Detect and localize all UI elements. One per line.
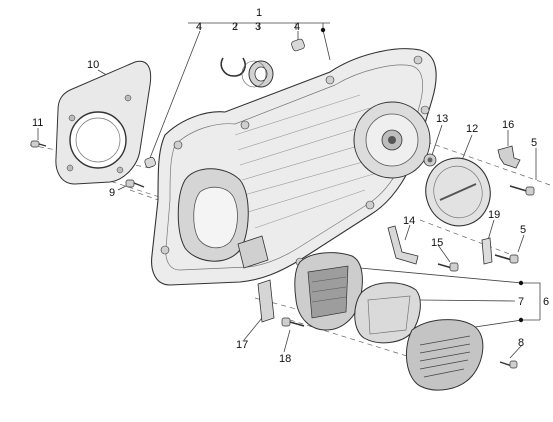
nut-item-13	[423, 153, 437, 167]
crankcase-cover	[151, 48, 437, 286]
bolts-item-5	[494, 185, 535, 264]
label-3: 3	[255, 21, 261, 33]
label-11: 11	[32, 117, 43, 129]
label-1: 1	[256, 7, 262, 19]
bolt-item-15	[437, 262, 459, 272]
screw-item-8	[499, 360, 518, 369]
circlip	[220, 57, 246, 77]
label-19: 19	[488, 209, 500, 221]
label-10: 10	[87, 59, 99, 71]
label-2: 2	[232, 21, 238, 33]
leader-lines	[37, 22, 541, 359]
label-7: 7	[518, 296, 524, 308]
intake-duct	[294, 252, 363, 331]
strap-item-19	[481, 237, 493, 265]
label-13: 13	[436, 113, 448, 125]
z-bracket	[387, 225, 419, 265]
label-4a: 4	[196, 21, 202, 33]
label-9: 9	[109, 187, 115, 199]
intake-grille-cover	[406, 319, 484, 391]
gasket-plate	[55, 60, 152, 185]
bolt-item-18	[281, 317, 305, 327]
bracket-dots	[320, 27, 524, 323]
label-14: 14	[403, 215, 415, 227]
bracket-item-17	[257, 279, 275, 323]
label-18: 18	[279, 353, 291, 365]
dowel-pins	[144, 38, 305, 168]
label-17: 17	[236, 339, 248, 351]
label-12: 12	[466, 123, 478, 135]
label-5b: 5	[520, 224, 526, 236]
bearing	[241, 60, 274, 88]
label-4b: 4	[294, 21, 300, 33]
label-5a: 5	[531, 137, 537, 149]
screw-item-11	[30, 140, 47, 148]
label-15: 15	[431, 237, 443, 249]
label-16: 16	[502, 119, 514, 131]
label-8: 8	[518, 337, 524, 349]
clip-bracket	[497, 145, 521, 169]
badge-cover	[425, 157, 491, 227]
label-6: 6	[543, 296, 549, 308]
callout-labels: 1 2 3 4 4 10 11 9 13 12 16 5 14 19 5 15 …	[32, 7, 549, 365]
screw-item-9	[125, 179, 145, 188]
